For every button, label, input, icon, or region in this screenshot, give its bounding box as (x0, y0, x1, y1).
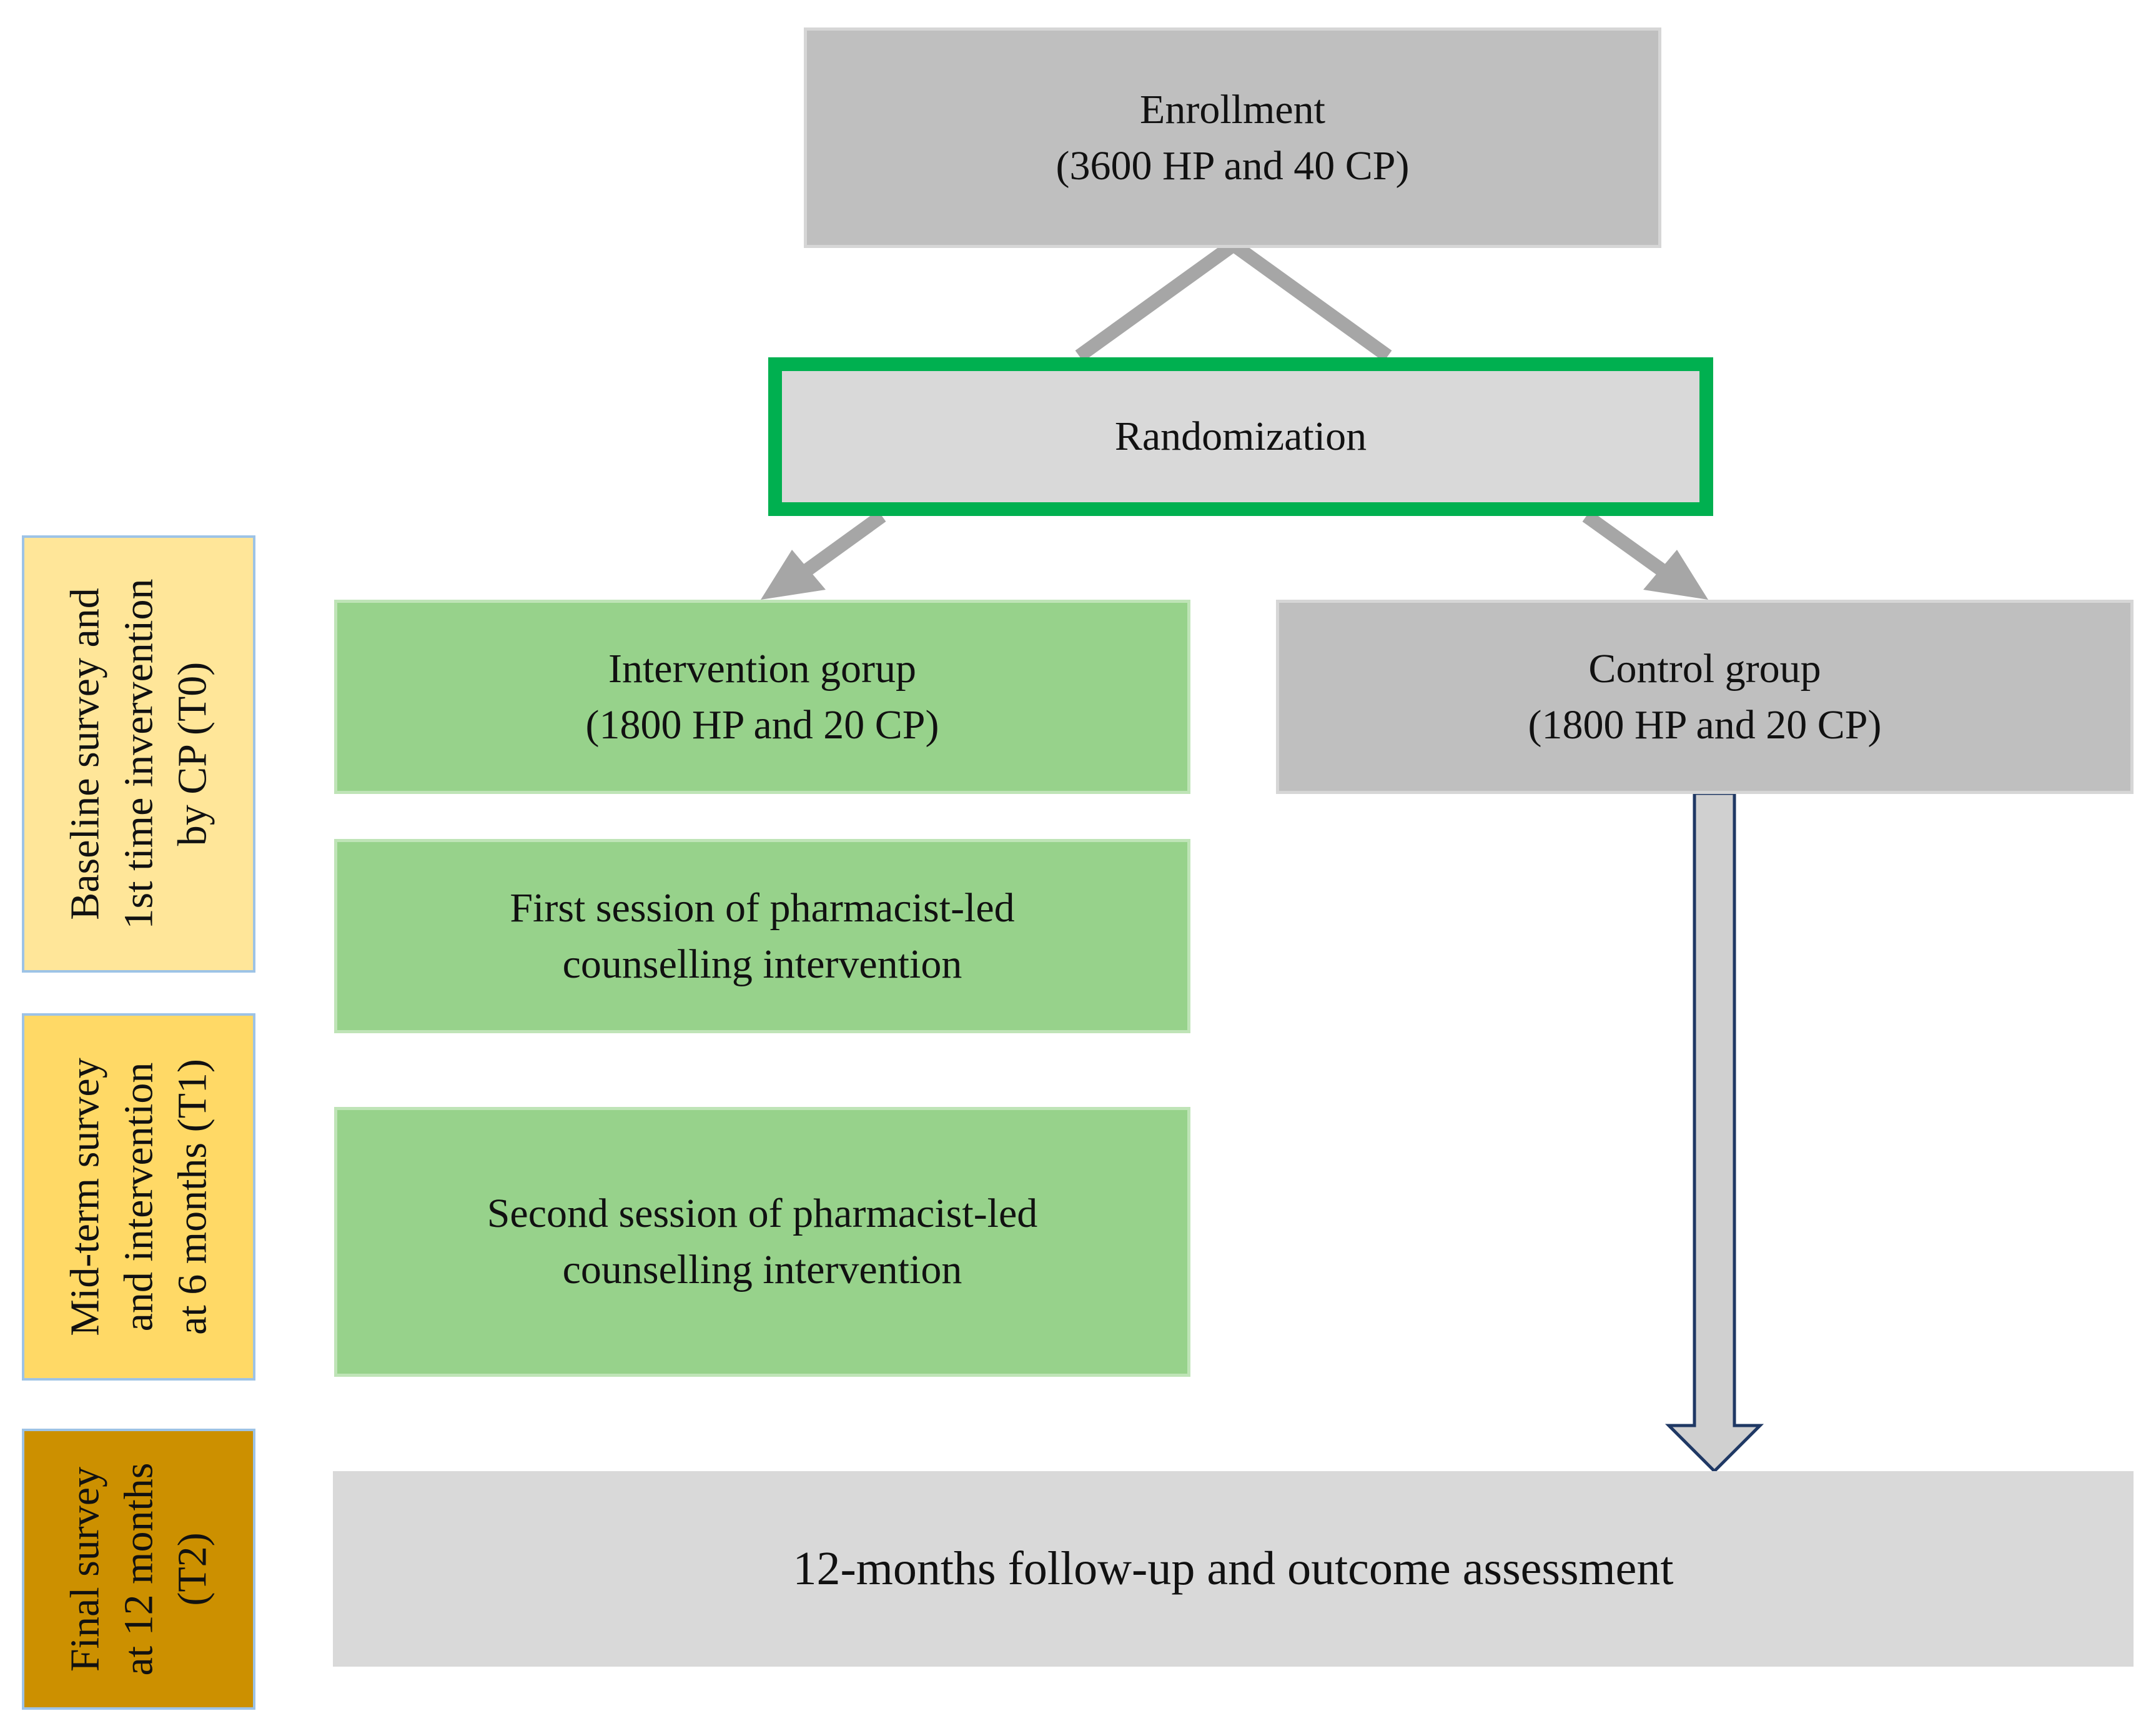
first-session-box: First session of pharmacist-led counsell… (334, 839, 1190, 1033)
timeline-t0: Baseline survey and 1st time inverventio… (22, 535, 255, 973)
timeline-t1-text: Mid-term survey and intervention at 6 mo… (62, 1058, 215, 1336)
second-session-box: Second session of pharmacist-led counsel… (334, 1107, 1190, 1377)
first-session-line1: First session of pharmacist-led (510, 885, 1015, 931)
enrollment-title: Enrollment (1140, 86, 1325, 132)
arrow-to-control-head (1643, 550, 1708, 600)
enrollment-box: Enrollment (3600 HP and 40 CP) (804, 27, 1661, 248)
arrow-to-intervention-shaft (803, 510, 886, 575)
first-session-line2: counselling intervention (562, 941, 962, 987)
followup-box: 12-months follow-up and outcome assessme… (333, 1471, 2134, 1667)
control-block-arrow (1664, 791, 1764, 1474)
intervention-group-title: Intervention gorup (608, 645, 917, 692)
enrollment-connector (1075, 236, 1392, 362)
randomization-label: Randomization (1114, 414, 1367, 460)
followup-label: 12-months follow-up and outcome assessme… (793, 1542, 1674, 1595)
second-session-line2: counselling intervention (562, 1247, 962, 1292)
enrollment-count: (3600 HP and 40 CP) (1056, 142, 1410, 189)
timeline-t0-text: Baseline survey and 1st time inverventio… (62, 578, 215, 930)
second-session-line1: Second session of pharmacist-led (487, 1191, 1038, 1237)
control-group-title: Control group (1588, 645, 1821, 692)
timeline-t2: Final survey at 12 months (T2) (22, 1429, 255, 1710)
randomization-box: Randomization (768, 357, 1713, 516)
intervention-group-box: Intervention gorup (1800 HP and 20 CP) (334, 600, 1190, 794)
timeline-t2-text: Final survey at 12 months (T2) (62, 1462, 215, 1676)
control-group-count: (1800 HP and 20 CP) (1528, 702, 1882, 748)
arrow-to-intervention-head (761, 550, 826, 600)
arrow-to-control-shaft (1582, 510, 1666, 575)
timeline-t1: Mid-term survey and intervention at 6 mo… (22, 1013, 255, 1381)
intervention-group-count: (1800 HP and 20 CP) (585, 702, 939, 748)
control-group-box: Control group (1800 HP and 20 CP) (1276, 600, 2134, 794)
